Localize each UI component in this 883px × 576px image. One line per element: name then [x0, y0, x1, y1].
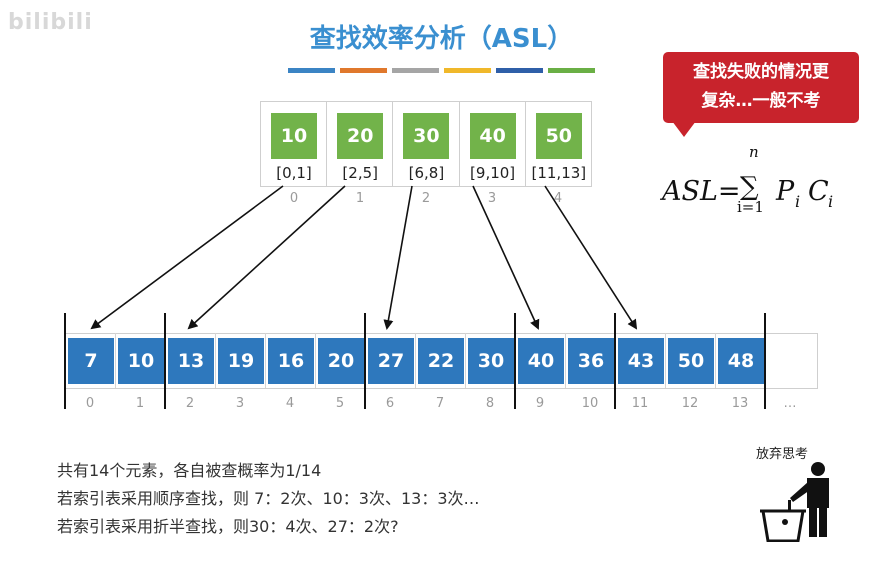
formula-lhs: ASL= [662, 176, 741, 207]
index-range: [2,5] [342, 164, 378, 182]
index-position: 0 [289, 191, 299, 206]
array-index: 9 [535, 396, 545, 411]
array-element: 13 [168, 338, 214, 384]
title-color-bars [288, 68, 595, 73]
callout-tail [672, 121, 696, 137]
block-divider [764, 313, 766, 409]
page-title: 查找效率分析（ASL） [309, 24, 574, 54]
block-divider [614, 313, 616, 409]
color-bar [496, 68, 543, 73]
arrow-block-2 [383, 185, 413, 330]
color-bar [444, 68, 491, 73]
array-element: 43 [618, 338, 664, 384]
array-element: 40 [518, 338, 564, 384]
array-index: 5 [335, 396, 345, 411]
formula-c-subscript: i [828, 192, 834, 211]
bilibili-watermark: bilibili [8, 10, 93, 35]
array-element: 36 [568, 338, 614, 384]
arrow-block-1 [187, 185, 346, 330]
formula-p-subscript: i [795, 192, 801, 211]
index-table: 10 [0,1] 20 [2,5] 30 [6,8] 40 [9,10] 50 [11,13] [260, 101, 592, 187]
index-max-value: 50 [535, 113, 582, 159]
index-range: [6,8] [408, 164, 445, 182]
cell-separator [465, 333, 466, 388]
formula-sum-lower: i=1 [737, 198, 764, 216]
index-entry: 30 [6,8] [393, 102, 460, 186]
array-element: 48 [718, 338, 764, 384]
index-entry: 20 [2,5] [327, 102, 394, 186]
block-divider [364, 313, 366, 409]
cell-separator [715, 333, 716, 388]
array-element: 10 [118, 338, 164, 384]
index-max-value: 10 [271, 113, 317, 159]
cell-separator [215, 333, 216, 388]
cell-separator [265, 333, 266, 388]
color-bar [340, 68, 387, 73]
array-index: 6 [385, 396, 395, 411]
cell-separator [665, 333, 666, 388]
array-index: 8 [485, 396, 495, 411]
index-position: 1 [355, 191, 365, 206]
array-element: 16 [268, 338, 314, 384]
index-position: 2 [421, 191, 431, 206]
array-index: 7 [435, 396, 445, 411]
index-range: [9,10] [470, 164, 516, 182]
formula-sum-upper: n [749, 143, 759, 161]
array-element: 19 [218, 338, 264, 384]
desc-line-2: 若索引表采用顺序查找，则 7：2次、10：3次、13：3次… [57, 489, 480, 508]
index-range: [0,1] [276, 164, 312, 182]
index-entry: 40 [9,10] [460, 102, 526, 186]
trash-figure-icon [760, 462, 829, 542]
array-index: 0 [85, 396, 95, 411]
array-index: 3 [235, 396, 245, 411]
index-range: [11,13] [531, 164, 587, 182]
callout-line-2: 复杂…一般不考 [701, 91, 821, 111]
formula-sum-symbol: ∑ [740, 172, 759, 202]
block-divider [164, 313, 166, 409]
formula-c: C [808, 176, 829, 207]
arrow-block-3 [472, 185, 540, 330]
array-element: 7 [68, 338, 114, 384]
color-bar [288, 68, 335, 73]
array-ellipsis: … [783, 396, 797, 411]
index-entry: 10 [0,1] [261, 102, 328, 186]
array-index: 1 [135, 396, 145, 411]
cell-separator [315, 333, 316, 388]
callout-bubble: 查找失败的情况更 复杂…一般不考 [663, 52, 859, 123]
array-index: 4 [285, 396, 295, 411]
array-element: 30 [468, 338, 514, 384]
callout-line-1: 查找失败的情况更 [693, 62, 829, 82]
desc-line-3: 若索引表采用折半查找，则30：4次、27：2次? [57, 517, 399, 536]
array-index: 10 [581, 396, 599, 411]
index-position: 4 [553, 191, 563, 206]
desc-line-1: 共有14个元素，各自被查概率为1/14 [57, 461, 322, 480]
color-bar [548, 68, 595, 73]
index-max-value: 30 [403, 113, 450, 159]
cell-separator [415, 333, 416, 388]
block-divider [64, 313, 66, 409]
index-max-value: 20 [337, 113, 384, 159]
array-element: 20 [318, 338, 364, 384]
trash-label: 放弃思考 [756, 447, 809, 462]
block-divider [514, 313, 516, 409]
color-bar [392, 68, 439, 73]
array-index: 12 [681, 396, 699, 411]
array-index: 2 [185, 396, 195, 411]
main-array-frame [65, 333, 818, 389]
array-element: 27 [368, 338, 414, 384]
array-index: 11 [631, 396, 649, 411]
index-position: 3 [487, 191, 497, 206]
array-element: 22 [418, 338, 464, 384]
arrow-block-0 [90, 185, 284, 330]
cell-separator [565, 333, 566, 388]
array-element: 50 [668, 338, 714, 384]
arrow-block-4 [544, 185, 638, 330]
array-index: 13 [731, 396, 749, 411]
cell-separator [115, 333, 116, 388]
index-entry: 50 [11,13] [526, 102, 591, 186]
formula-p: P [776, 176, 795, 207]
index-max-value: 40 [469, 113, 516, 159]
